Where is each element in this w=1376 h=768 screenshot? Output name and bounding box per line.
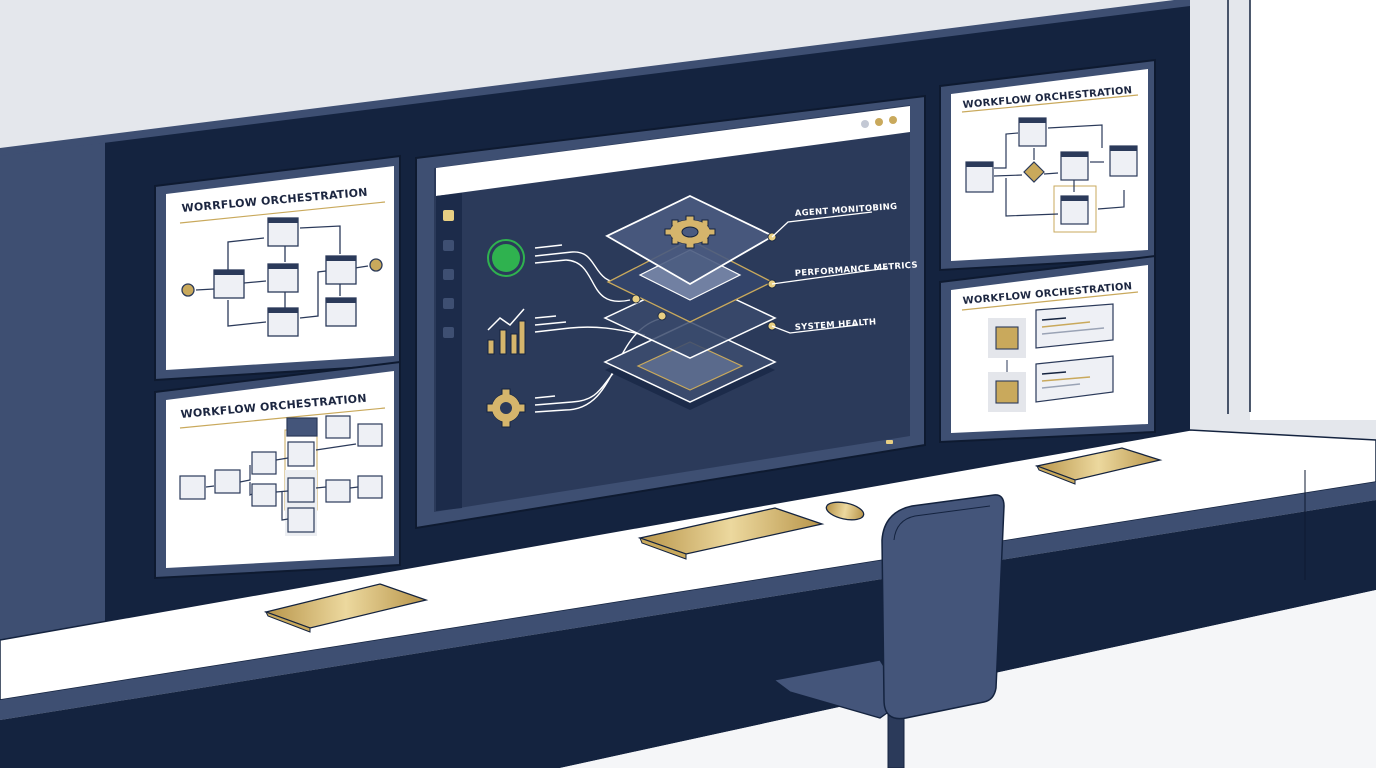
gear-icon [486, 388, 526, 428]
right-wall [1250, 0, 1376, 420]
panel-top-left[interactable]: WORRFLOW ORCHESTRATION [154, 154, 401, 382]
text-lines [534, 244, 573, 413]
chair[interactable] [772, 494, 1005, 768]
sidebar-item[interactable] [443, 327, 454, 338]
keyboard-right[interactable] [1034, 447, 1163, 485]
sidebar-item[interactable] [443, 240, 454, 251]
decision-diamond [1023, 161, 1045, 183]
sidebar-item[interactable] [443, 269, 454, 280]
gear-icon [664, 215, 716, 249]
window-dot-gold[interactable] [889, 116, 897, 124]
window-title-bar [436, 106, 910, 196]
workflow-diagram [195, 225, 369, 327]
mouse[interactable] [825, 499, 865, 523]
desk [0, 429, 1376, 768]
monitor-sidebar [436, 193, 462, 511]
message-card [1035, 303, 1114, 349]
sidebar-item[interactable] [443, 298, 454, 309]
panel-top-right[interactable]: WORKFLOW ORCHESTRATION [939, 58, 1156, 272]
panel-bottom-left[interactable]: WORKFLOW ORCHESTRATION [154, 360, 401, 580]
main-monitor[interactable]: AGENT MONITOBING PERFORMANCE METRICS SYS… [415, 94, 926, 530]
keyboard-center[interactable] [637, 507, 825, 560]
panel-bottom-right[interactable]: WORKFLOW ORCHESTRATION [939, 254, 1156, 444]
layer-stack [603, 195, 777, 410]
power-indicator [886, 440, 893, 444]
message-card [1035, 355, 1114, 403]
keyboard-left[interactable] [263, 583, 429, 633]
window-dot-gray[interactable] [861, 120, 869, 128]
sidebar-item-active[interactable] [443, 210, 454, 221]
folder-icon [995, 326, 1019, 350]
bar-chart-icon [487, 308, 526, 355]
window-dot-gold[interactable] [875, 118, 883, 126]
folder-icon [995, 380, 1019, 404]
status-indicator-icon [487, 239, 525, 277]
